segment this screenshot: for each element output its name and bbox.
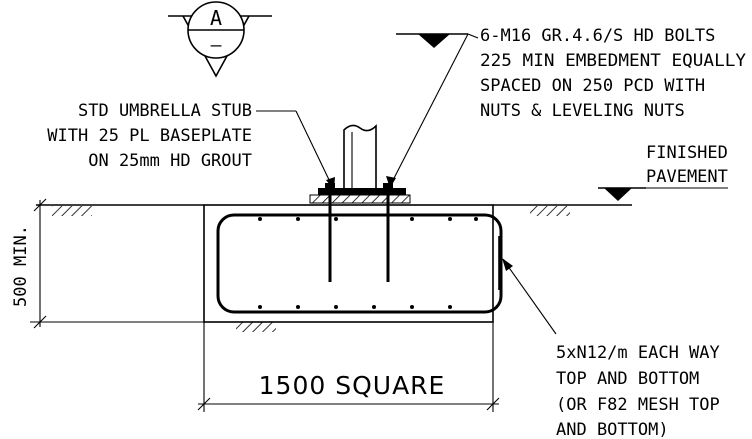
depth-dimension: 500 MIN. xyxy=(11,198,204,329)
bolts-leader-arrow xyxy=(386,176,396,188)
bolt-right-nut xyxy=(383,183,393,189)
ground-hatch-below xyxy=(236,322,276,332)
ground-surface xyxy=(36,204,632,332)
baseplate xyxy=(318,188,406,195)
pavement-note-line-2: PAVEMENT xyxy=(646,167,728,187)
ground-hatch-right xyxy=(530,206,570,216)
mesh-note: 5xN12/m EACH WAY TOP AND BOTTOM (OR F82 … xyxy=(556,343,720,439)
umbrella-stub xyxy=(309,124,411,204)
bolts-note-line-4: NUTS & LEVELING NUTS xyxy=(480,101,685,121)
mesh-bar-dots xyxy=(258,217,478,309)
mesh-note-line-3: (OR F82 MESH TOP xyxy=(556,395,720,415)
stub-leader-line xyxy=(295,110,333,187)
pavement-note-line-1: FINISHED xyxy=(646,143,728,163)
stub-note: STD UMBRELLA STUB WITH 25 PL BASEPLATE O… xyxy=(47,101,252,171)
mesh-leader-arrow xyxy=(502,258,513,271)
footing-outline xyxy=(203,204,494,323)
ground-hatch-left xyxy=(52,206,92,216)
bolts-note-line-1: 6-M16 GR.4.6/S HD BOLTS xyxy=(480,26,715,46)
stub-note-line-3: ON 25mm HD GROUT xyxy=(88,151,252,171)
stub-note-line-1: STD UMBRELLA STUB xyxy=(78,101,252,121)
bolts-level-triangle xyxy=(418,34,450,48)
bolts-note-line-3: SPACED ON 250 PCD WITH xyxy=(480,76,705,96)
width-dimension: 1500 SQUARE xyxy=(197,322,500,412)
bolts-note-line-2: 225 MIN EMBEDMENT EQUALLY xyxy=(480,51,746,71)
mesh-note-line-1: 5xN12/m EACH WAY xyxy=(556,343,720,363)
width-tick-left xyxy=(197,397,211,411)
stub-note-line-2: WITH 25 PL BASEPLATE xyxy=(47,126,252,146)
pavement-note: FINISHED PAVEMENT xyxy=(598,143,728,201)
mesh-leader xyxy=(502,258,557,335)
bolt-left-nut xyxy=(325,183,335,189)
section-marker: A – xyxy=(168,1,272,78)
width-dimension-label: 1500 SQUARE xyxy=(259,371,446,400)
depth-tick-top xyxy=(33,198,47,212)
hold-down-bolts xyxy=(325,183,393,282)
mesh-leader-line xyxy=(504,261,557,335)
bolts-leader-tick xyxy=(467,33,479,39)
concrete-footing xyxy=(203,204,503,323)
depth-dimension-label: 500 MIN. xyxy=(11,225,31,307)
width-tick-right xyxy=(486,397,500,411)
bolts-leader xyxy=(386,33,479,188)
bolts-note: 6-M16 GR.4.6/S HD BOLTS 225 MIN EMBEDMEN… xyxy=(480,26,746,121)
bolts-leader-line xyxy=(389,33,469,187)
section-marker-letter: A xyxy=(210,6,222,30)
grout-layer xyxy=(309,194,411,204)
pavement-level-triangle xyxy=(604,188,632,201)
reinforcement-mesh xyxy=(216,213,503,314)
mesh-note-line-4: AND BOTTOM) xyxy=(556,420,669,439)
section-marker-sub: – xyxy=(211,35,222,56)
stub-pipe xyxy=(343,124,377,188)
stub-leader xyxy=(256,110,335,190)
mesh-note-line-2: TOP AND BOTTOM xyxy=(556,369,699,389)
